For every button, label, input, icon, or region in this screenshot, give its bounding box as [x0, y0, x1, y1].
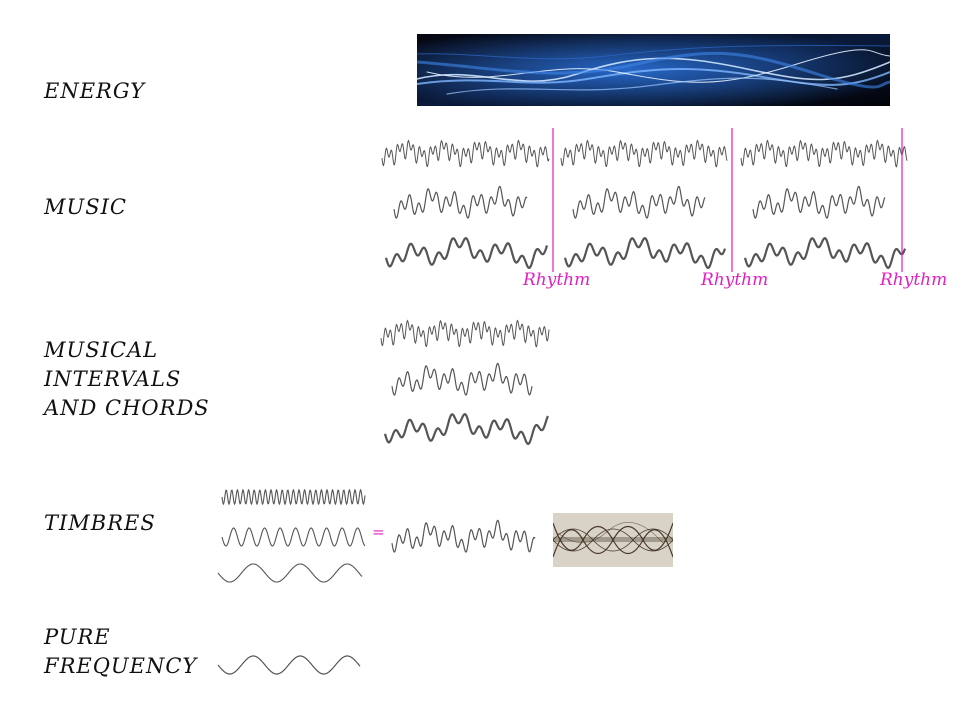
music-wave-low-1 — [384, 237, 549, 270]
music-wave-high-3 — [740, 139, 908, 168]
cymatics-image — [553, 513, 673, 567]
music-wave-mid-2 — [572, 185, 706, 219]
timbre-wave-low — [217, 563, 363, 583]
label-timbres: TIMBRES — [44, 511, 156, 535]
rhythm-label-3: Rhythm — [880, 270, 948, 290]
label-intervals-chords: MUSICAL INTERVALS AND CHORDS — [44, 338, 210, 420]
timbre-wave-sum — [391, 519, 536, 553]
label-pure-frequency: PURE FREQUENCY — [44, 625, 198, 678]
label-energy: ENERGY — [44, 79, 146, 103]
equals-sign: = — [372, 523, 385, 541]
music-wave-high-2 — [560, 139, 728, 168]
timbre-wave-mid — [221, 527, 366, 547]
rhythm-label-1: Rhythm — [523, 270, 591, 290]
music-wave-mid-3 — [752, 185, 886, 219]
interval-wave-mid — [391, 362, 533, 396]
rhythm-label-2: Rhythm — [701, 270, 769, 290]
interval-wave-high — [380, 319, 550, 348]
interval-wave-low — [383, 413, 549, 446]
music-wave-low-3 — [743, 237, 907, 270]
timbre-wave-high — [221, 488, 366, 506]
music-wave-low-2 — [563, 237, 727, 270]
pure-frequency-wave — [217, 655, 361, 675]
music-wave-mid-1 — [393, 185, 528, 219]
music-wave-high-1 — [381, 139, 550, 168]
energy-image — [417, 34, 890, 106]
label-music: MUSIC — [44, 195, 127, 219]
